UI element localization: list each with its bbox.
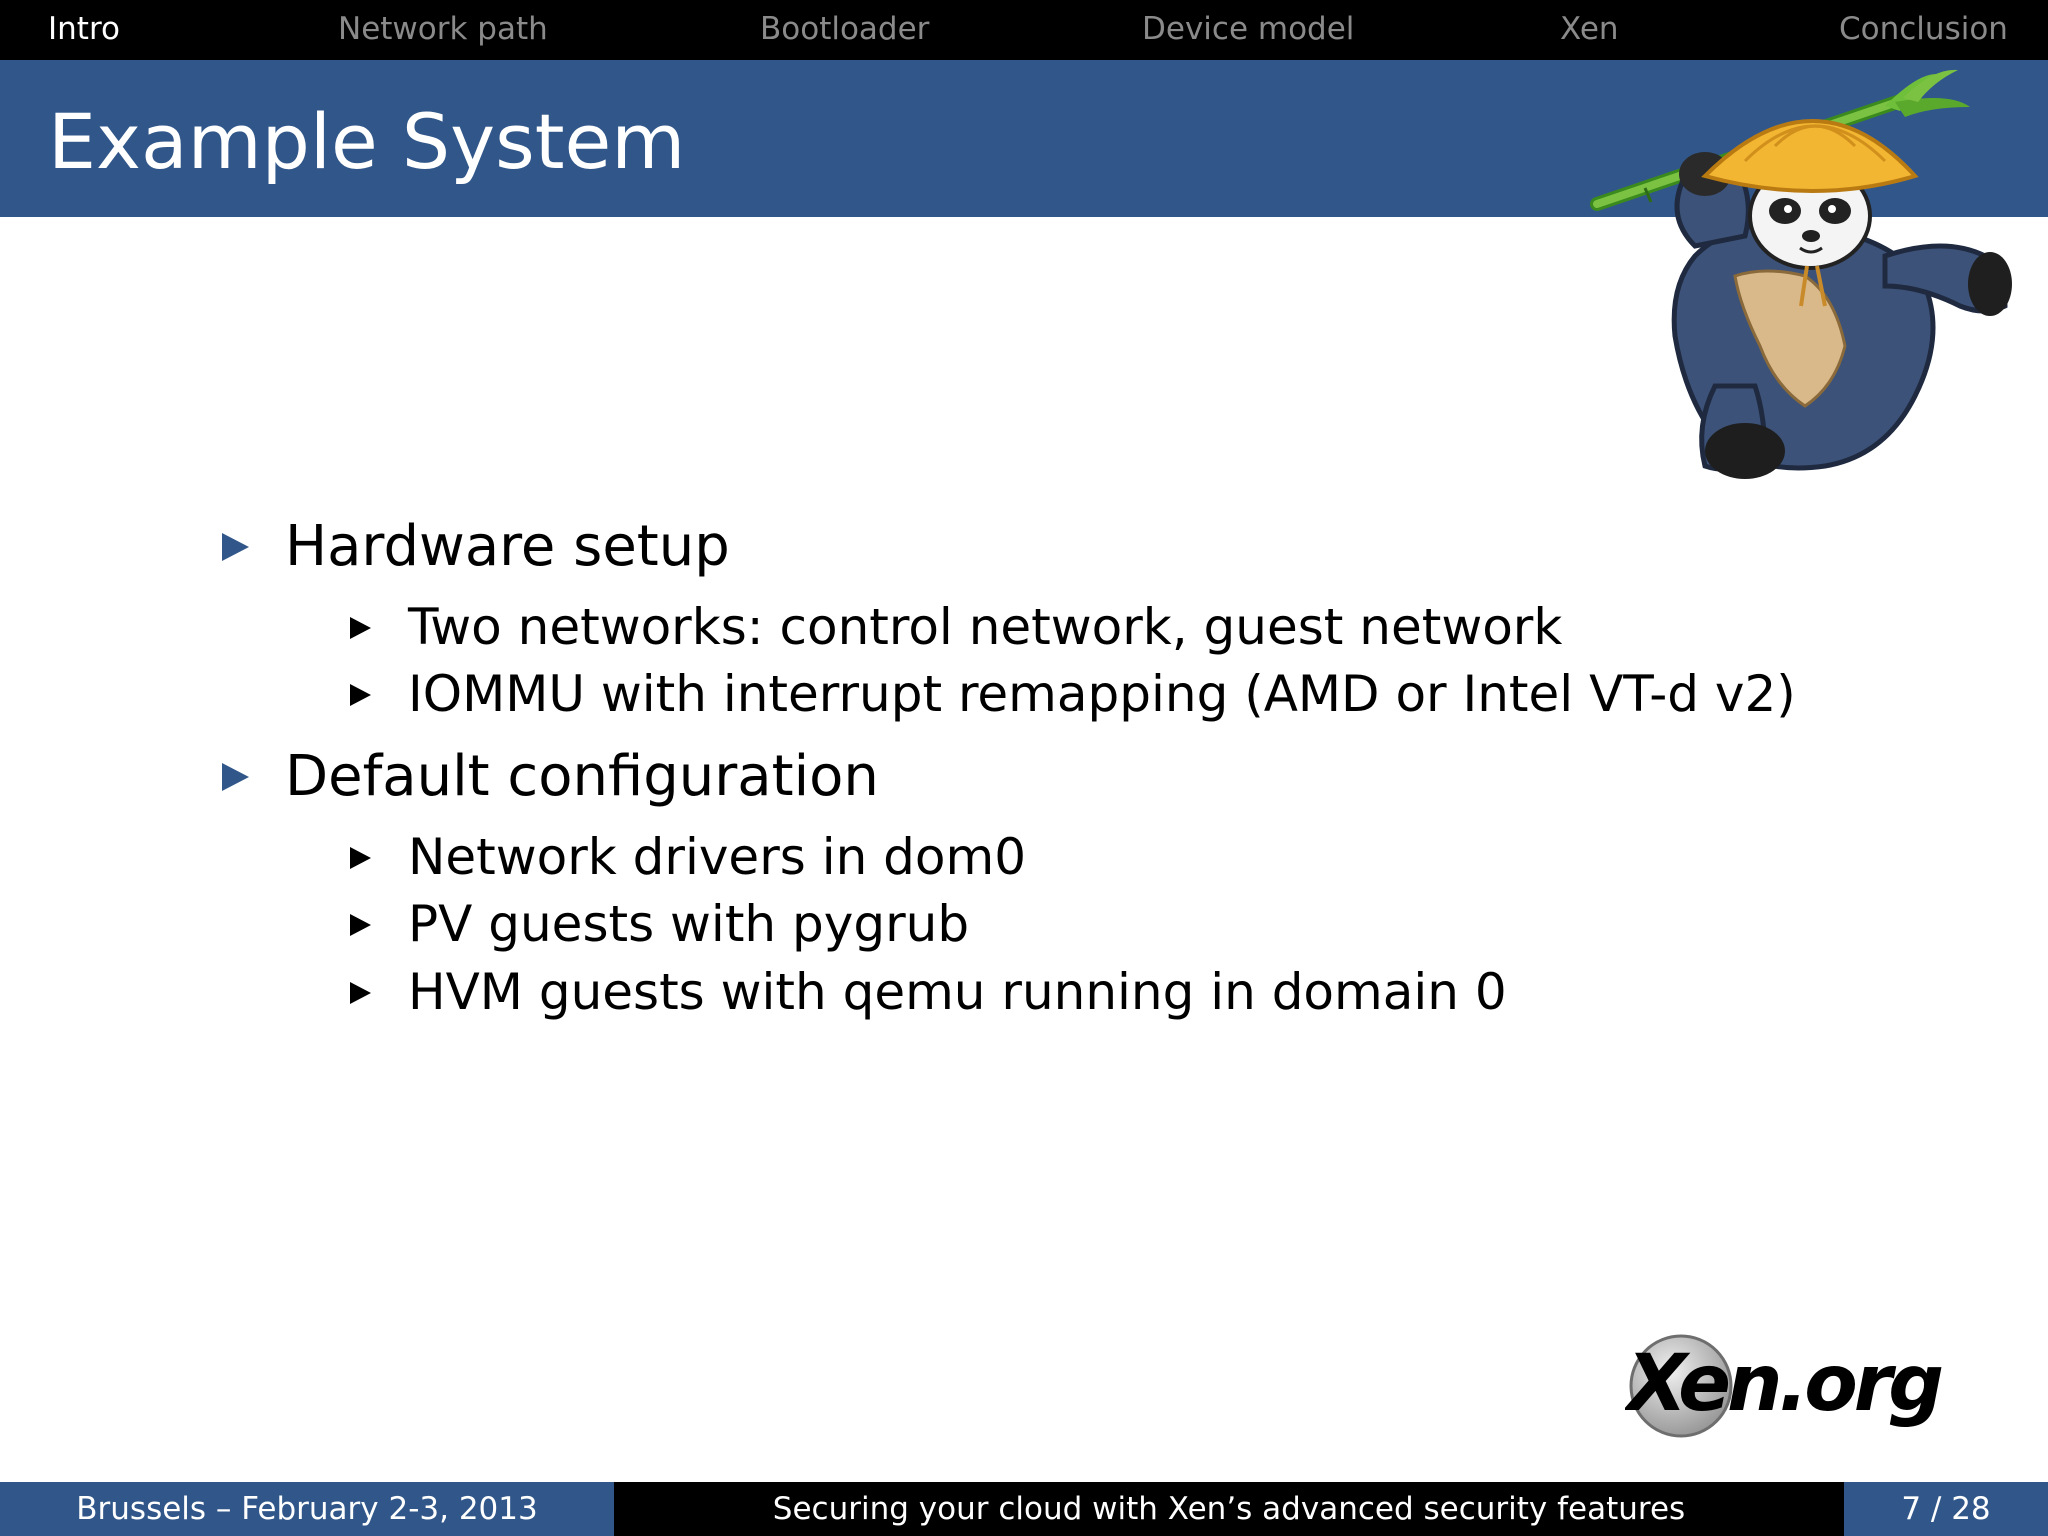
footer-center-panel: Securing your cloud with Xen’s advanced … [614,1482,1844,1536]
page-number: 7 / 28 [1901,1491,1991,1527]
slide-title: Example System [48,97,686,186]
bullet-default-configuration: Default configuration [285,744,879,809]
bullet-hardware-setup: Hardware setup [285,514,730,579]
footer-talk-title: Securing your cloud with Xen’s advanced … [772,1491,1686,1527]
nav-item-network-path[interactable]: Network path [338,11,548,47]
nav-item-conclusion[interactable]: Conclusion [1839,11,2008,47]
sub-bullet-hvm-guests: HVM guests with qemu running in domain 0 [408,963,1507,1021]
nav-item-bootloader[interactable]: Bootloader [760,11,930,47]
sub-bullet-network-drivers: Network drivers in dom0 [408,828,1027,886]
nav-item-intro[interactable]: Intro [48,11,120,47]
footer-right-panel: 7 / 28 [1844,1482,2048,1536]
bullet-triangle-icon [222,763,249,791]
sub-bullet-triangle-icon [350,684,371,706]
nav-item-device-model[interactable]: Device model [1142,11,1355,47]
nav-item-xen[interactable]: Xen [1560,11,1619,47]
sub-bullet-iommu: IOMMU with interrupt remapping (AMD or I… [408,665,1796,723]
footer-left-panel: Brussels – February 2-3, 2013 [0,1482,614,1536]
panda-mascot-image [1590,69,2012,479]
sub-bullet-two-networks: Two networks: control network, guest net… [408,598,1563,656]
slide-footer: Brussels – February 2-3, 2013 Securing y… [0,1482,2048,1536]
bullet-triangle-icon [222,533,249,561]
xen-org-logo-text: Xen.org [1625,1339,1942,1429]
sub-bullet-triangle-icon [350,914,371,936]
sub-bullet-pv-guests: PV guests with pygrub [408,895,970,953]
title-band: Example System [0,60,2048,217]
section-navigation: Intro Network path Bootloader Device mod… [0,0,2048,60]
sub-bullet-triangle-icon [350,982,371,1004]
sub-bullet-triangle-icon [350,617,371,639]
footer-event: Brussels – February 2-3, 2013 [76,1491,538,1527]
sub-bullet-triangle-icon [350,847,371,869]
xen-org-logo: Xen.org [1625,1334,1946,1438]
